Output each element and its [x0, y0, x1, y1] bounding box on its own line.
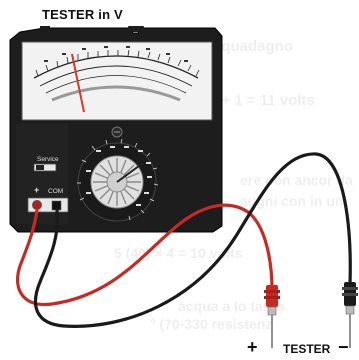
plus-jack [33, 201, 42, 210]
com-label: COM [48, 188, 63, 195]
red-probe [264, 285, 280, 348]
multimeter: Service + COM [10, 26, 222, 232]
probe-tester-label: TESTER [283, 342, 330, 356]
service-label: Service [37, 156, 59, 163]
probe-plus-label: + [247, 337, 258, 358]
plus-terminal-label: + [34, 185, 39, 195]
probe-minus-label: − [338, 337, 349, 358]
